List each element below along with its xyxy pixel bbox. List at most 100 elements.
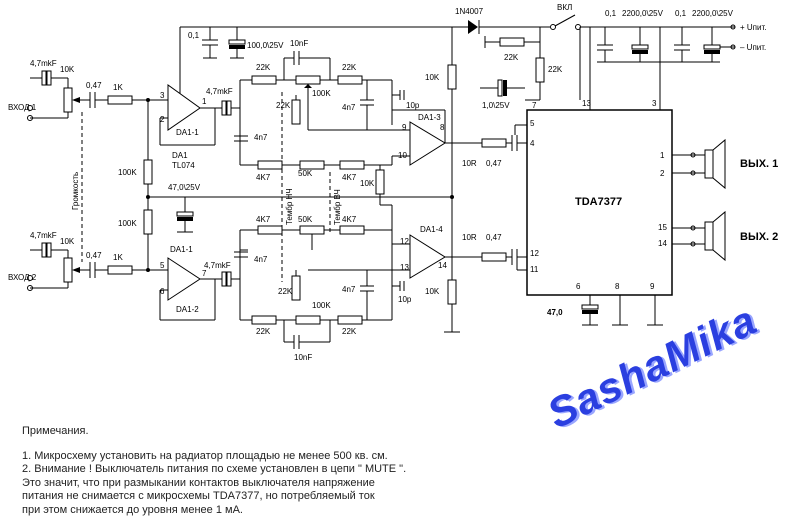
power-section: 1N4007 ВКЛ 0,1 2200,0\25V 0,1 2200,0\25V…: [168, 3, 766, 332]
input-2-section: 4,7mkF 10K ВХОД 2 0,47 1K Громкость: [8, 112, 168, 291]
cap-label: 100,0\25V: [247, 41, 284, 50]
pin-label: 6: [160, 287, 165, 296]
pin-label: 6: [576, 282, 581, 291]
pin-label: 8: [615, 282, 620, 291]
cap-label: 0,1: [188, 31, 200, 40]
opamp-da1-1: 3 2 1 DA1-1 DA1 TL074 4,7mkF: [159, 84, 240, 170]
res-label: 10K: [60, 237, 75, 246]
pot-label: 50K: [298, 215, 313, 224]
cap-label: 0,47: [86, 81, 102, 90]
cap-label: 47,0: [547, 308, 563, 317]
pot-label: 50K: [298, 169, 313, 178]
res-label: 10K: [425, 73, 440, 82]
treble-label: Тембр ВЧ: [333, 189, 342, 225]
pin-label: 13: [582, 99, 591, 108]
bass-label: Тембр НЧ: [285, 188, 294, 225]
opamp-label: DA1-1: [170, 245, 193, 254]
switch-label: ВКЛ: [557, 3, 572, 12]
cap-label: 4n7: [342, 285, 356, 294]
speaker-1: ВЫХ. 1: [672, 138, 778, 190]
opamp-label: DA1-2: [176, 305, 199, 314]
cap-label: 0,47: [486, 159, 502, 168]
pin-label: 14: [658, 239, 667, 248]
switch-contact: [550, 24, 556, 30]
notes-section: Примечания. 1. Микросхему установить на …: [22, 425, 562, 518]
cap-label: 0,47: [486, 233, 502, 242]
res-label: 22K: [276, 101, 291, 110]
res-label: 22K: [278, 287, 293, 296]
supply-minus-label: – Uпит.: [740, 43, 766, 52]
res-label: 1K: [113, 253, 123, 262]
cap-label: 10p: [398, 295, 412, 304]
cap-label: 4n7: [342, 103, 356, 112]
cap-label: 0,1: [605, 9, 617, 18]
cap-label: 0,1: [675, 9, 687, 18]
res-label: 22K: [256, 63, 271, 72]
opamp-da1-3: DA1-3 9 10 8 10K: [360, 109, 482, 205]
cap-label: 0,47: [86, 251, 102, 260]
res-label: 10K: [360, 179, 375, 188]
res-label: 10K: [60, 65, 75, 74]
cap-label: 4n7: [254, 255, 268, 264]
pin-label: 1: [202, 97, 207, 106]
pin-label: 8: [440, 123, 445, 132]
res-label: 10R: [462, 233, 477, 242]
res-label: 22K: [342, 63, 357, 72]
res-label: 100K: [118, 168, 137, 177]
cap-label: 4,7mkF: [30, 231, 57, 240]
opamp-da1-4: DA1-4 12 13 14: [380, 204, 482, 279]
note-line: 2. Внимание ! Выключатель питания по схе…: [22, 463, 407, 476]
cap-label: 4,7mkF: [206, 87, 233, 96]
cap-label: 4,7mkF: [30, 59, 57, 68]
diode-1n4007: [468, 20, 478, 34]
switch-vkl[interactable]: [554, 14, 576, 27]
note-line: 1. Микросхему установить на радиатор пло…: [22, 449, 388, 462]
notes-title: Примечания.: [22, 425, 89, 437]
pin-label: 11: [530, 265, 539, 274]
output-coupling: 10R 0,47 10R 0,47: [462, 124, 527, 271]
pin-label: 12: [530, 249, 539, 258]
tone-network-2: 4K7 50K 4K7 4n7 22K 100K 4n7 10p 22K 22K: [234, 215, 412, 362]
res-label: 22K: [342, 327, 357, 336]
tda7377-label: TDA7377: [575, 196, 622, 208]
res-label: 4K7: [342, 173, 357, 182]
cap-label: 2200,0\25V: [692, 9, 734, 18]
res-label: 4K7: [342, 215, 357, 224]
res-label: 22K: [256, 327, 271, 336]
res-label: 22K: [548, 65, 563, 74]
pot-label: 100K: [312, 89, 331, 98]
note-line: при этом снижается до уровня менее 1 мА.: [22, 503, 243, 516]
pin-label: 12: [400, 237, 409, 246]
cap-label: 4,7mkF: [204, 261, 231, 270]
ic-label: DA1: [172, 151, 188, 160]
tda7377-chip: TDA7377 7 13 3 5 4 12 11 6 8 9 1 2 15 14…: [526, 27, 673, 326]
output-2-label: ВЫХ. 2: [740, 231, 778, 243]
input-1-label: ВХОД 1: [8, 103, 37, 112]
cap-label: 2200,0\25V: [622, 9, 664, 18]
output-1-label: ВЫХ. 1: [740, 158, 778, 170]
res-label: 10R: [462, 159, 477, 168]
input-2-label: ВХОД 2: [8, 273, 37, 282]
cap-label: 47,0\25V: [168, 183, 201, 192]
res-label: 4K7: [256, 215, 271, 224]
input-1-section: 4,7mkF 10K ВХОД 1 0,47 1K 100K: [8, 59, 168, 185]
res-label: 4K7: [256, 173, 271, 182]
pin-label: 3: [652, 99, 657, 108]
pin-label: 9: [402, 123, 407, 132]
pin-label: 3: [160, 91, 165, 100]
pin-label: 1: [660, 151, 665, 160]
pin-label: 5: [530, 119, 535, 128]
pot-label: 100K: [312, 301, 331, 310]
cap-label: 1,0\25V: [482, 101, 510, 110]
res-label: 100K: [118, 219, 137, 228]
res-label: 22K: [504, 53, 519, 62]
opamp-label: DA1-1: [176, 128, 199, 137]
cap-label: 10nF: [294, 353, 312, 362]
pin-label: 5: [160, 261, 165, 270]
bias-network: 47,0\25V 100K 10K 10K: [118, 64, 460, 333]
pin-label: 4: [530, 139, 535, 148]
cap-label: 10p: [406, 101, 420, 110]
note-line: питания не снимается с микросхемы TDA737…: [22, 490, 375, 503]
